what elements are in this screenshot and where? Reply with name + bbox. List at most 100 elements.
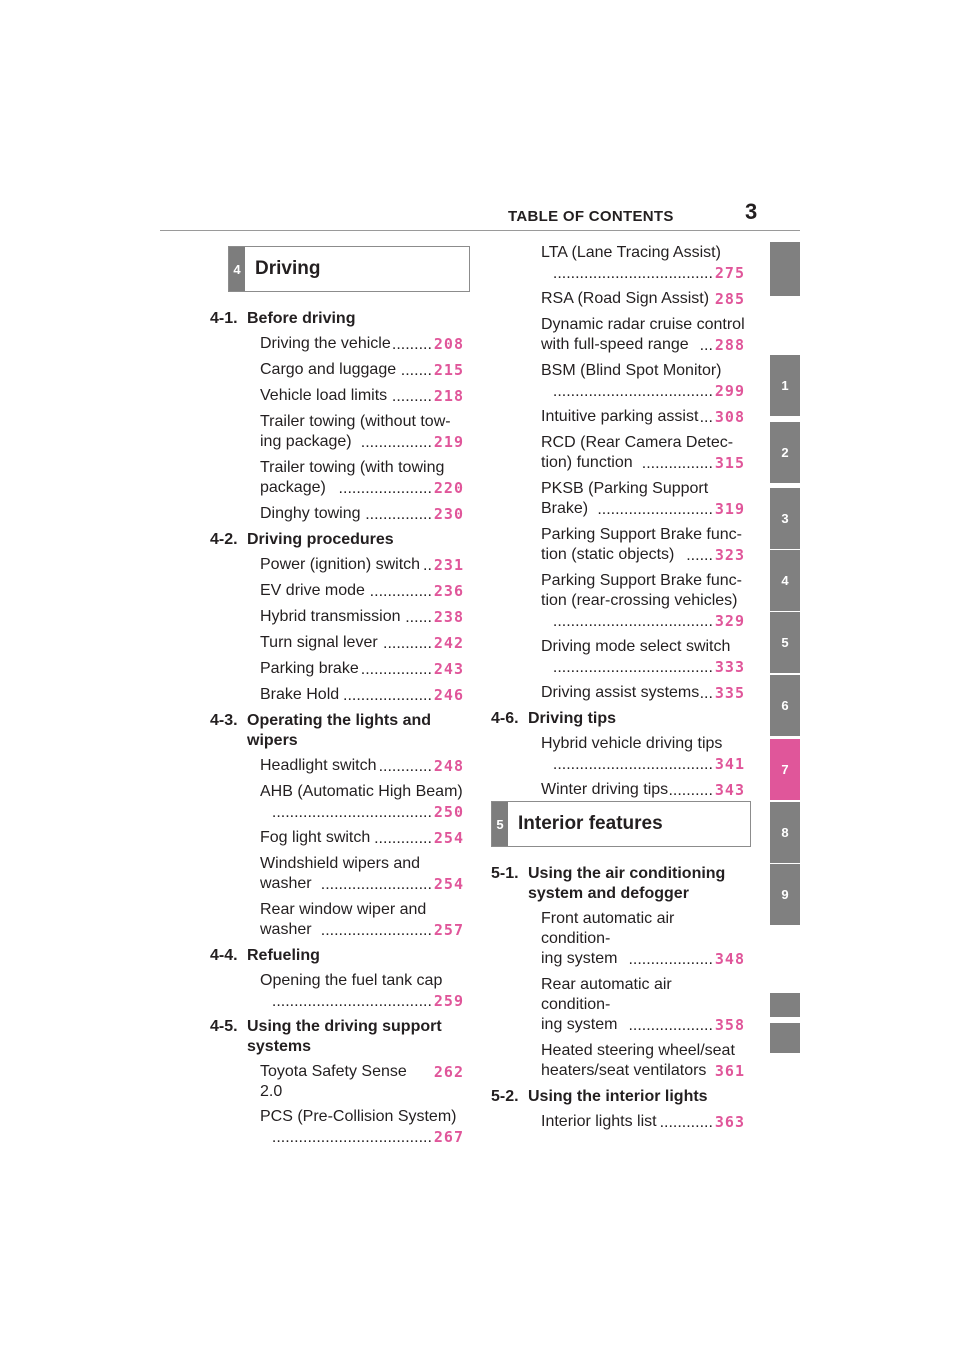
toc-entry[interactable]: Winter driving tips..........343 bbox=[528, 780, 745, 801]
dot-leader: ... bbox=[699, 337, 713, 354]
toc-entry-text: ....................................250 bbox=[247, 802, 464, 823]
toc-entry-leader: .........208 bbox=[392, 334, 464, 355]
toc-entry-text: Cargo and luggage.......215 bbox=[247, 360, 464, 381]
chapter-tab-blank[interactable] bbox=[770, 1023, 800, 1053]
toc-entry[interactable]: Power (ignition) switch..231 bbox=[247, 555, 464, 576]
chapter-tab-2[interactable]: 2 bbox=[770, 422, 800, 483]
toc-entry[interactable]: Hybrid vehicle driving tips.............… bbox=[528, 734, 745, 775]
chapter-tab-blank[interactable] bbox=[770, 993, 800, 1017]
toc-entry[interactable]: Parking Support Brake func-tion (static … bbox=[528, 525, 745, 566]
dot-leader: ... bbox=[699, 685, 713, 702]
toc-entry-text: ing package)................219 bbox=[247, 432, 464, 453]
toc-entry-label: Toyota Safety Sense 2.0 bbox=[260, 1063, 407, 1100]
toc-entry[interactable]: Driving the vehicle.........208 bbox=[247, 334, 464, 355]
toc-entry-text: tion (rear-crossing vehicles) bbox=[541, 592, 738, 609]
toc-entry[interactable]: Turn signal lever...........242 bbox=[247, 633, 464, 654]
chapter-tab-1[interactable]: 1 bbox=[770, 355, 800, 416]
chapter-tab-3[interactable]: 3 bbox=[770, 488, 800, 549]
toc-entry[interactable]: EV drive mode..............236 bbox=[247, 581, 464, 602]
toc-entry-text: Dinghy towing...............230 bbox=[247, 504, 464, 525]
chapter-tab-6[interactable]: 6 bbox=[770, 675, 800, 736]
toc-entry-text: Winter driving tips..........343 bbox=[528, 780, 745, 801]
toc-entry[interactable]: PCS (Pre-Collision System)..............… bbox=[247, 1107, 464, 1148]
dot-leader: ........... bbox=[383, 635, 432, 652]
page-link: 215 bbox=[433, 361, 464, 379]
dot-leader: ............. bbox=[374, 830, 432, 847]
toc-entry[interactable]: Parking brake................243 bbox=[247, 659, 464, 680]
toc-entry[interactable]: Interior lights list............363 bbox=[528, 1112, 745, 1133]
toc-entry[interactable]: Trailer towing (without tow-ing package)… bbox=[247, 412, 464, 453]
dot-leader: .. bbox=[423, 557, 432, 574]
toc-entry-label: washer bbox=[260, 921, 312, 938]
chapter-tab-4[interactable]: 4 bbox=[770, 550, 800, 611]
toc-entry[interactable]: Cargo and luggage.......215 bbox=[247, 360, 464, 381]
page-link: 230 bbox=[433, 505, 464, 523]
toc-entry[interactable]: RSA (Road Sign Assist)285 bbox=[528, 289, 745, 310]
toc-entry[interactable]: Fog light switch.............254 bbox=[247, 828, 464, 849]
toc-entry[interactable]: Intuitive parking assist...308 bbox=[528, 407, 745, 428]
toc-entry[interactable]: Front automatic air condition-ing system… bbox=[528, 909, 745, 970]
toc-entry-text: ....................................267 bbox=[247, 1127, 464, 1148]
toc-entry[interactable]: Hybrid transmission......238 bbox=[247, 607, 464, 628]
dot-leader: .................................... bbox=[552, 756, 713, 773]
dot-leader: ............... bbox=[365, 506, 432, 523]
toc-entry-leader: ...................348 bbox=[628, 949, 745, 970]
toc-entry-label: ing package) bbox=[260, 433, 352, 450]
toc-entry[interactable]: AHB (Automatic High Beam)...............… bbox=[247, 782, 464, 823]
toc-entry-leader: ....................246 bbox=[343, 685, 464, 706]
toc-group-number: 5-2. bbox=[491, 1088, 519, 1105]
toc-entry[interactable]: Headlight switch............248 bbox=[247, 756, 464, 777]
chapter-tab-9[interactable]: 9 bbox=[770, 864, 800, 925]
toc-entry[interactable]: Brake Hold....................246 bbox=[247, 685, 464, 706]
toc-entry-leader: ....................................275 bbox=[553, 263, 745, 284]
toc-entry-text: Fog light switch.............254 bbox=[247, 828, 464, 849]
dot-leader: ................ bbox=[641, 455, 713, 472]
chapter-tab-8[interactable]: 8 bbox=[770, 802, 800, 863]
page-link: 341 bbox=[714, 755, 745, 773]
toc-entry[interactable]: Parking Support Brake func-tion (rear-cr… bbox=[528, 571, 745, 632]
toc-entry-leader: .........................257 bbox=[321, 920, 464, 941]
toc-group-title: Driving tips bbox=[528, 710, 617, 727]
dot-leader: .................................... bbox=[271, 804, 432, 821]
toc-entry[interactable]: BSM (Blind Spot Monitor)................… bbox=[528, 361, 745, 402]
toc-entry[interactable]: Dinghy towing...............230 bbox=[247, 504, 464, 525]
toc-entry[interactable]: Rear automatic air condition-ing system.… bbox=[528, 975, 745, 1036]
toc-entry[interactable]: Driving mode select switch..............… bbox=[528, 637, 745, 678]
toc-group-heading: 4-2.Driving procedures bbox=[210, 530, 464, 550]
toc-entry[interactable]: Vehicle load limits.........218 bbox=[247, 386, 464, 407]
toc-entry[interactable]: Opening the fuel tank cap...............… bbox=[247, 971, 464, 1012]
chapter-tab-blank[interactable] bbox=[770, 242, 800, 296]
toc-entry-text: Turn signal lever...........242 bbox=[247, 633, 464, 654]
dot-leader: ................... bbox=[628, 1017, 713, 1034]
dot-leader: ............ bbox=[378, 758, 432, 775]
toc-entry-leader: ...................358 bbox=[628, 1015, 745, 1036]
toc-entry[interactable]: Driving assist systems...335 bbox=[528, 683, 745, 704]
toc-entry-leader: ....................................333 bbox=[553, 657, 745, 678]
toc-entry-text: Hybrid transmission......238 bbox=[247, 607, 464, 628]
chapter-tab-5[interactable]: 5 bbox=[770, 612, 800, 673]
toc-entry-text: EV drive mode..............236 bbox=[247, 581, 464, 602]
dot-leader: .................................... bbox=[552, 659, 713, 676]
toc-entry-label: Driving assist systems bbox=[541, 684, 700, 701]
toc-entry[interactable]: LTA (Lane Tracing Assist)...............… bbox=[528, 243, 745, 284]
section-number: 5 bbox=[492, 802, 508, 846]
toc-entry-label: with full-speed range bbox=[541, 336, 689, 353]
dot-leader: .................................... bbox=[271, 1129, 432, 1146]
toc-entry-leader: ..........................319 bbox=[597, 499, 745, 520]
toc-entry[interactable]: RCD (Rear Camera Detec-tion) function...… bbox=[528, 433, 745, 474]
chapter-tab-7[interactable]: 7 bbox=[770, 739, 800, 800]
page-link: 219 bbox=[433, 433, 464, 451]
toc-entry-label: ing system bbox=[541, 950, 618, 967]
